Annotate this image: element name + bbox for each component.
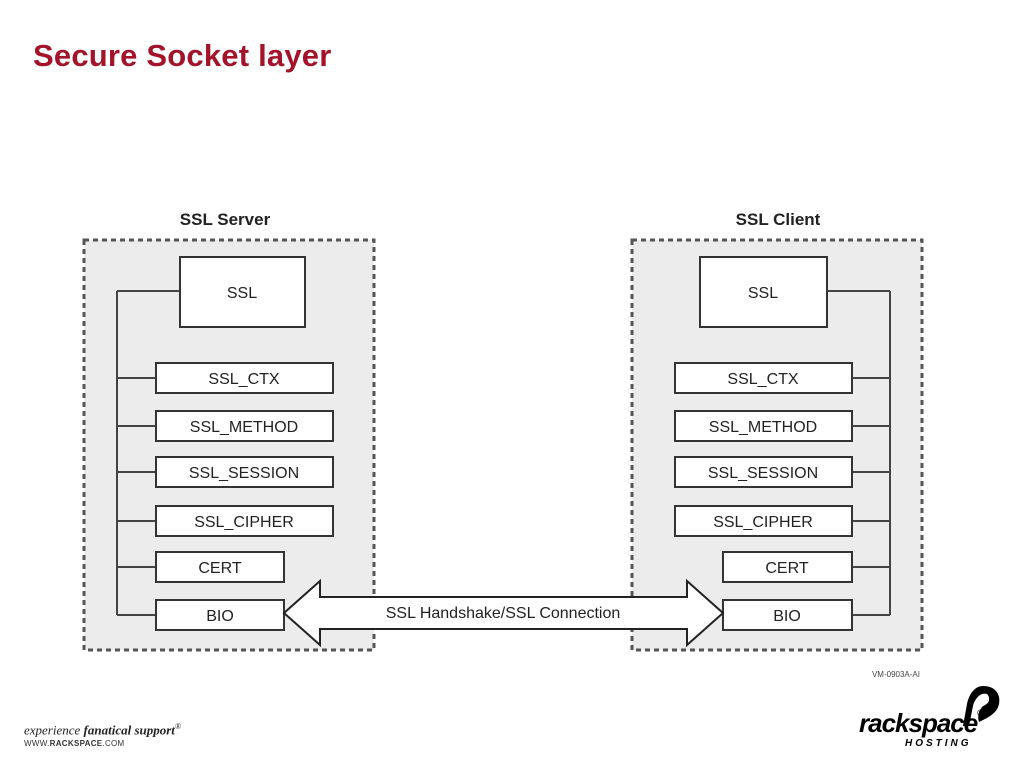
logo-subtitle: HOSTING — [905, 738, 972, 749]
client-component-bio: BIO — [722, 599, 853, 631]
svg-text:SSL_CTX: SSL_CTX — [208, 371, 279, 388]
slide-title: Secure Socket layer — [33, 38, 332, 73]
svg-text:SSL_METHOD: SSL_METHOD — [190, 419, 298, 436]
svg-text:CERT: CERT — [198, 560, 241, 577]
server-component-bio: BIO — [155, 599, 285, 631]
client-ssl-box — [699, 256, 828, 328]
svg-text:SSL_SESSION: SSL_SESSION — [189, 465, 299, 482]
svg-text:SSL_SESSION: SSL_SESSION — [708, 465, 818, 482]
connection-arrow — [282, 578, 725, 648]
connection-label: SSL Handshake/SSL Connection — [386, 605, 621, 622]
server-component-ssl-ctx: SSL_CTX — [155, 362, 334, 394]
ssl-architecture-diagram: SSL Server SSL SSL_CTX SSL_METHOD SSL_SE… — [70, 185, 948, 690]
server-component-ssl-cipher: SSL_CIPHER — [155, 505, 334, 537]
footer-tagline: experience fanatical support® — [24, 722, 181, 738]
tagline-prefix: experience — [24, 722, 81, 738]
server-component-cert: CERT — [155, 551, 285, 583]
client-ssl-label: SSL — [748, 285, 778, 302]
svg-text:SSL_METHOD: SSL_METHOD — [709, 419, 817, 436]
svg-text:BIO: BIO — [773, 608, 801, 625]
tagline-emphasis: fanatical support — [83, 722, 175, 738]
rackspace-logo: rackspace® HOSTING — [855, 684, 1005, 754]
svg-text:SSL_CIPHER: SSL_CIPHER — [194, 514, 294, 531]
server-component-ssl-session: SSL_SESSION — [155, 456, 334, 488]
svg-text:SSL_CIPHER: SSL_CIPHER — [713, 514, 813, 531]
logo-wordmark: rackspace® — [859, 708, 984, 738]
server-ssl-box — [179, 256, 306, 328]
server-ssl-label: SSL — [227, 285, 257, 302]
client-title: SSL Client — [736, 210, 821, 229]
server-title: SSL Server — [180, 210, 271, 229]
footer-url: WWW.RACKSPACE.COM — [24, 739, 125, 748]
svg-text:BIO: BIO — [206, 608, 234, 625]
client-component-ssl-ctx: SSL_CTX — [674, 362, 853, 394]
svg-text:CERT: CERT — [765, 560, 808, 577]
tagline-mark: ® — [174, 722, 181, 731]
svg-text:SSL_CTX: SSL_CTX — [727, 371, 798, 388]
client-component-ssl-method: SSL_METHOD — [674, 410, 853, 442]
figure-code: VM-0903A-AI — [872, 670, 920, 679]
client-component-cert: CERT — [722, 551, 853, 583]
server-component-ssl-method: SSL_METHOD — [155, 410, 334, 442]
client-component-ssl-session: SSL_SESSION — [674, 456, 853, 488]
rackspace-logo-icon — [963, 686, 1000, 726]
client-component-ssl-cipher: SSL_CIPHER — [674, 505, 853, 537]
